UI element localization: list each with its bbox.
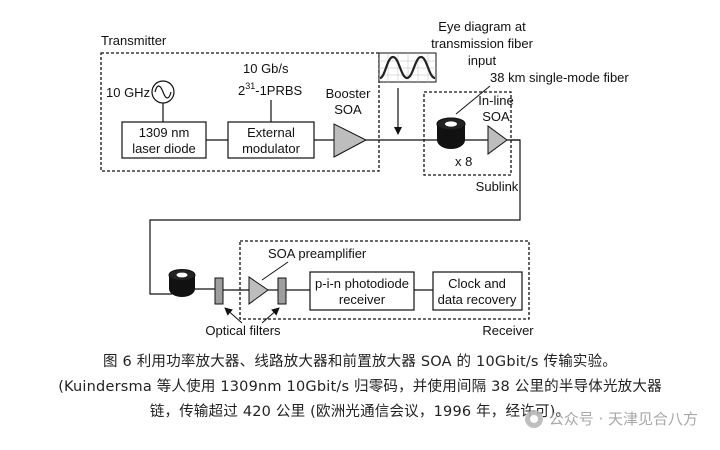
caption-line1: 图 6 利用功率放大器、线路放大器和前置放大器 SOA 的 10Gbit/s 传… — [102, 354, 617, 370]
caption-line3: 链，传输超过 420 公里 (欧洲光通信会议，1996 年，经许可)。 — [149, 404, 571, 420]
optical-filter-1 — [214, 277, 224, 305]
filter-arrow-left — [224, 307, 243, 324]
clock-label-line1: Clock and — [448, 276, 506, 291]
pin-label-line1: p-i-n photodiode — [315, 276, 409, 291]
return-fiber-path — [149, 139, 521, 295]
fiber-label-leader — [455, 85, 491, 115]
caption-line2: (Kuindersma 等人使用 1309nm 10Gbit/s 归零码，并使用… — [58, 379, 662, 395]
fiber-label: 38 km single-mode fiber — [490, 70, 629, 85]
x8-label: x 8 — [455, 154, 472, 169]
filter-arrow-right — [261, 307, 280, 324]
sine-source-icon — [151, 80, 175, 104]
watermark: 公众号 · 天津见合八方 — [524, 408, 698, 429]
ten-ghz-label: 10 GHz — [106, 85, 150, 100]
prbs-label: 231-1PRBS — [238, 81, 303, 98]
gbps-label: 10 Gb/s — [243, 61, 289, 76]
eye-label-line3: input — [468, 53, 497, 68]
optical-filter-2 — [277, 277, 287, 305]
preamp-label: SOA preamplifier — [268, 246, 367, 261]
modulator-label-line1: External — [247, 125, 295, 140]
pin-label-line2: receiver — [339, 292, 386, 307]
laser-label-line1: 1309 nm — [139, 125, 190, 140]
eye-label-line1: Eye diagram at — [438, 19, 526, 34]
sublink-label: Sublink — [476, 179, 519, 194]
transmitter-label: Transmitter — [101, 33, 167, 48]
receiver-fiber-spool-icon — [168, 269, 196, 297]
inline-label-line1: In-line — [478, 93, 513, 108]
experiment-diagram: Transmitter 10 GHz 1309 nm laser diode 1… — [100, 19, 629, 338]
pin-photodiode-box — [309, 271, 415, 311]
preamp-label-leader — [261, 261, 289, 281]
wechat-logo-icon — [524, 409, 543, 428]
watermark-text: 公众号 · 天津见合八方 — [548, 410, 698, 428]
optical-filters-label: Optical filters — [205, 323, 281, 338]
booster-label-line1: Booster — [326, 86, 371, 101]
receiver-box — [239, 240, 530, 320]
inline-soa-amplifier-icon — [487, 125, 508, 155]
soa-preamplifier-icon — [248, 276, 269, 305]
inline-label-line2: SOA — [482, 109, 510, 124]
modulator-label-line2: modulator — [242, 141, 300, 156]
clock-label-line2: data recovery — [438, 292, 517, 307]
external-modulator-box — [227, 121, 315, 159]
fiber-spool-icon — [436, 117, 466, 149]
eye-label-line2: transmission fiber — [431, 36, 534, 51]
eye-diagram-icon — [378, 52, 437, 83]
laser-diode-box — [121, 121, 207, 159]
transmitter-box — [100, 52, 380, 172]
booster-label-line2: SOA — [334, 102, 362, 117]
laser-label-line2: laser diode — [132, 141, 196, 156]
receiver-label: Receiver — [482, 323, 534, 338]
clock-data-recovery-box — [432, 271, 523, 311]
booster-soa-amplifier-icon — [333, 123, 368, 158]
